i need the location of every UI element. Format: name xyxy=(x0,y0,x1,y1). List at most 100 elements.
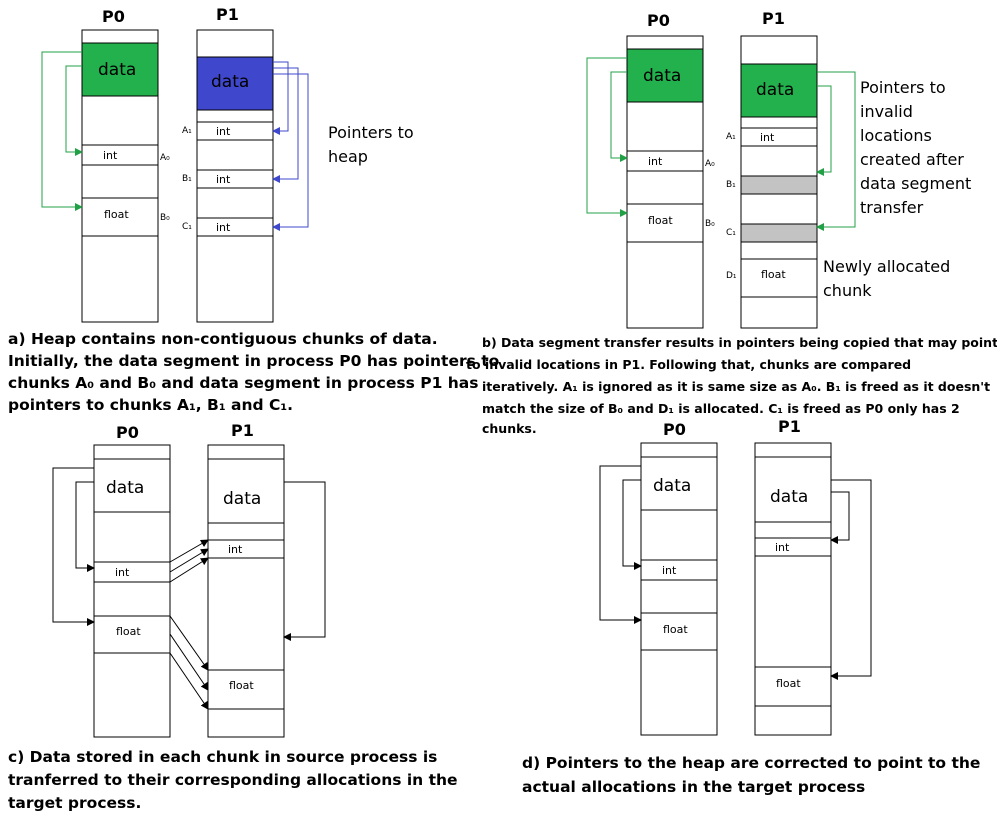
p1-data-segment xyxy=(740,63,818,118)
label-c1: C₁ xyxy=(182,222,192,232)
note-invalid-6: transfer xyxy=(860,198,924,217)
freed-chunk-b1 xyxy=(740,175,818,195)
caption-a-line-4: pointers to chunks A₁, B₁ and C₁. xyxy=(8,396,293,414)
p0-header: P0 xyxy=(647,11,670,30)
note-pointers-to-heap-1: Pointers to xyxy=(328,123,414,142)
p0-float-chunk: float xyxy=(648,214,673,227)
p0-header: P0 xyxy=(102,7,125,26)
transfer-arrow xyxy=(169,557,209,583)
p0-data-label: data xyxy=(643,66,681,86)
p1-memory xyxy=(207,444,285,738)
pointer-arrow xyxy=(52,467,95,626)
label-b1: B₁ xyxy=(726,180,736,190)
pointer-arrow xyxy=(41,51,83,211)
label-a1: A₁ xyxy=(182,126,192,136)
pointer-arrow xyxy=(272,73,309,231)
p0-header: P0 xyxy=(663,420,686,439)
note-invalid-2: invalid xyxy=(860,102,913,121)
p1-int-chunk-a1: int xyxy=(760,131,775,144)
p1-heap-column: data int float xyxy=(754,442,832,736)
p0-memory xyxy=(81,29,159,323)
p0-data-label: data xyxy=(653,476,691,496)
note-invalid-5: data segment xyxy=(860,174,971,193)
caption-c-line-3: target process. xyxy=(8,794,141,812)
transfer-arrow xyxy=(169,539,209,563)
pointer-arrow xyxy=(610,71,628,162)
caption-a-line-1: a) Heap contains non-contiguous chunks o… xyxy=(8,330,438,348)
label-b1: B₁ xyxy=(182,174,192,184)
pointer-arrow xyxy=(830,491,850,544)
p0-int-chunk: int xyxy=(662,564,677,577)
caption-b-line-2: to invalid locations in P1. Following th… xyxy=(466,357,911,372)
p1-heap-column: data int int int A₁ B₁ C₁ xyxy=(182,29,274,323)
label-a0: A₀ xyxy=(160,153,170,163)
p0-int-chunk: int xyxy=(115,566,130,579)
p0-float-chunk: float xyxy=(663,623,688,636)
p1-data-segment xyxy=(196,56,274,111)
p0-int-chunk: int xyxy=(648,155,663,168)
pointer-arrow xyxy=(272,61,289,135)
p0-data-label: data xyxy=(106,478,144,498)
p0-heap-column: data int float xyxy=(640,442,718,736)
p0-memory xyxy=(640,442,718,736)
p1-header: P1 xyxy=(216,5,239,24)
label-a0: A₀ xyxy=(705,159,715,169)
note-new-chunk-1: Newly allocated xyxy=(823,257,950,276)
transfer-arrow xyxy=(169,548,209,573)
note-invalid-3: locations xyxy=(860,126,932,145)
p1-memory xyxy=(754,442,832,736)
p0-data-segment xyxy=(626,48,704,103)
p1-int-chunk-c1: int xyxy=(216,221,231,234)
caption-a-line-3: chunks A₀ and B₀ and data segment in pro… xyxy=(8,374,478,392)
p1-int-chunk: int xyxy=(228,543,243,556)
p1-header: P1 xyxy=(778,417,801,436)
pointer-arrow xyxy=(816,71,856,231)
p1-int-chunk: int xyxy=(775,541,790,554)
p0-heap-column: data int float A₀ B₀ xyxy=(81,29,170,323)
pointer-arrow xyxy=(816,85,832,176)
caption-c-line-1: c) Data stored in each chunk in source p… xyxy=(8,748,437,766)
p0-data-segment xyxy=(81,42,159,97)
p0-data-label: data xyxy=(98,60,136,80)
pointer-arrow xyxy=(599,465,642,624)
p0-header: P0 xyxy=(116,423,139,442)
panel-c: P0 P1 data int float data int float xyxy=(8,421,458,812)
caption-b-line-4: match the size of B₀ and D₁ is allocated… xyxy=(482,401,960,416)
label-b0: B₀ xyxy=(705,219,715,229)
transfer-arrow xyxy=(169,652,209,710)
p1-header: P1 xyxy=(762,9,785,28)
p1-int-chunk-a1: int xyxy=(216,125,231,138)
caption-d-line-1: d) Pointers to the heap are corrected to… xyxy=(522,754,980,772)
caption-d-line-2: actual allocations in the target process xyxy=(522,778,865,796)
p1-data-label: data xyxy=(223,489,261,509)
label-a1: A₁ xyxy=(726,132,736,142)
p1-float-chunk: float xyxy=(229,679,254,692)
pointer-arrow xyxy=(272,67,299,183)
note-invalid-4: created after xyxy=(860,150,964,169)
note-new-chunk-2: chunk xyxy=(823,281,872,300)
p1-data-label: data xyxy=(756,80,794,100)
pointer-arrow xyxy=(586,57,628,217)
label-d1: D₁ xyxy=(726,271,737,281)
p1-int-chunk-b1: int xyxy=(216,173,231,186)
caption-c-line-2: tranferred to their corresponding alloca… xyxy=(8,771,458,789)
p1-float-chunk-d1: float xyxy=(761,268,786,281)
note-invalid-1: Pointers to xyxy=(860,78,946,97)
caption-b-line-5: chunks. xyxy=(482,421,537,436)
p1-data-label: data xyxy=(211,72,249,92)
note-pointers-to-heap-2: heap xyxy=(328,147,368,166)
freed-chunk-c1 xyxy=(740,223,818,243)
pointer-arrow xyxy=(830,479,872,680)
p1-heap-column: data int float xyxy=(207,444,285,738)
panel-b: P0 P1 data int float A₀ B₀ data int xyxy=(466,9,997,436)
p0-heap-column: data int float xyxy=(93,444,171,738)
pointer-arrow xyxy=(65,65,83,156)
label-c1: C₁ xyxy=(726,228,736,238)
pointer-arrow xyxy=(75,481,95,572)
caption-b-line-3: iteratively. A₁ is ignored as it is same… xyxy=(482,379,990,394)
p0-memory xyxy=(626,35,704,329)
label-b0: B₀ xyxy=(160,213,170,223)
pointer-arrow xyxy=(283,481,326,641)
p1-data-label: data xyxy=(770,487,808,507)
